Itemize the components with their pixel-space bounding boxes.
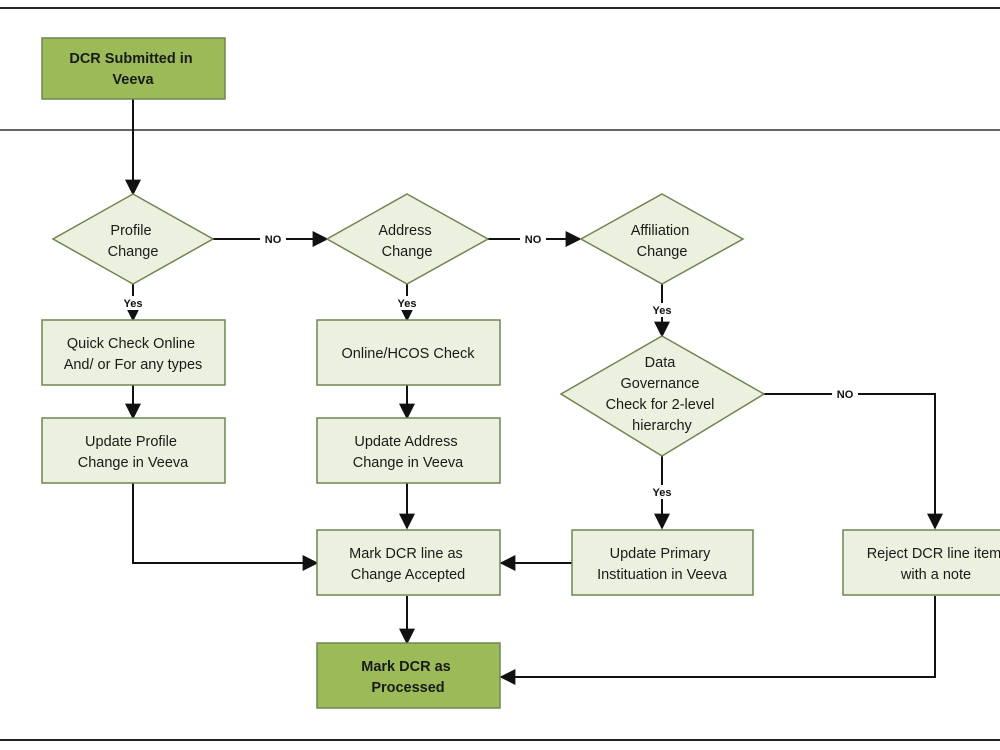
update-profile-line1: Update Profile: [85, 434, 177, 450]
connector-governance-to-reject: [764, 393, 943, 530]
svg-text:Data Governance Ch: Data Governance Check for 2-level hierar…: [606, 355, 719, 434]
update-primary-line2: Instituation in Veeva: [597, 567, 728, 583]
svg-text:Profile Change: Profile Change: [108, 223, 159, 260]
quick-check-line1: Quick Check Online: [67, 336, 195, 352]
process-update-address: Update Address Change in Veeva: [316, 417, 501, 484]
svg-text:Quick Check Online And/: Quick Check Online And/ or For any types: [64, 336, 203, 373]
profile-change-line1: Profile: [110, 223, 151, 239]
process-update-profile: Update Profile Change in Veeva: [41, 417, 226, 484]
reject-line-line1: Reject DCR line item: [867, 546, 1000, 562]
mark-accepted-line2: Change Accepted: [351, 567, 465, 583]
hcos-check-line1: Online/HCOS Check: [342, 346, 476, 362]
node-start-line1: DCR Submitted in: [69, 51, 192, 67]
mark-accepted-line1: Mark DCR line as: [349, 546, 463, 562]
svg-text:Address Change: Address Change: [378, 223, 435, 260]
quick-check-line2: And/ or For any types: [64, 357, 203, 373]
update-profile-line2: Change in Veeva: [78, 455, 189, 471]
affiliation-change-line1: Affiliation: [631, 223, 690, 239]
process-mark-accepted: Mark DCR line as Change Accepted: [316, 529, 501, 596]
address-change-line1: Address: [378, 223, 431, 239]
process-update-primary: Update Primary Instituation in Veeva: [571, 529, 754, 596]
edge-label-no-1: NO: [265, 234, 282, 246]
decision-data-governance: Data Governance Check for 2-level hierar…: [559, 335, 766, 457]
svg-text:Reject DCR line item wit: Reject DCR line item with a note: [867, 546, 1000, 583]
affiliation-change-line2: Change: [637, 244, 688, 260]
svg-text:DCR Submitted in Veeva: DCR Submitted in Veeva: [69, 51, 196, 88]
decision-address-change: Address Change: [325, 193, 490, 285]
edge-label-yes-1: Yes: [124, 298, 143, 310]
node-start: DCR Submitted in Veeva: [41, 37, 226, 100]
svg-text:Update Primary Instituat: Update Primary Instituation in Veeva: [597, 546, 728, 583]
edge-label-yes-2: Yes: [398, 298, 417, 310]
connector-updateprofile-to-accepted: [132, 483, 319, 571]
node-processed: Mark DCR as Processed: [316, 642, 501, 709]
edge-label-no-2: NO: [525, 234, 542, 246]
connector-reject-to-processed: [499, 596, 936, 685]
svg-text:Update Profile Change in: Update Profile Change in Veeva: [78, 434, 189, 471]
edge-label-yes-3: Yes: [653, 305, 672, 317]
svg-text:Mark DCR line as Change: Mark DCR line as Change Accepted: [349, 546, 467, 583]
connectors: [125, 99, 943, 685]
edge-label-yes-4: Yes: [653, 487, 672, 499]
process-online-hcos-check: Online/HCOS Check: [316, 319, 501, 386]
processed-line2: Processed: [371, 680, 444, 696]
node-start-line2: Veeva: [112, 72, 154, 88]
profile-change-line2: Change: [108, 244, 159, 260]
edge-label-no-3: NO: [837, 389, 854, 401]
update-primary-line1: Update Primary: [610, 546, 711, 562]
address-change-line2: Change: [382, 244, 433, 260]
governance-line3: Check for 2-level: [606, 397, 715, 413]
reject-line-line2: with a note: [900, 567, 971, 583]
process-reject-line: Reject DCR line item with a note: [842, 529, 1000, 596]
process-quick-check: Quick Check Online And/ or For any types: [41, 319, 226, 386]
governance-line2: Governance: [620, 376, 699, 392]
decision-affiliation-change: Affiliation Change: [579, 193, 745, 285]
governance-line4: hierarchy: [632, 418, 692, 434]
update-address-line2: Change in Veeva: [353, 455, 464, 471]
decision-profile-change: Profile Change: [51, 193, 215, 285]
svg-text:Online/HCOS Check: Online/HCOS Check: [342, 346, 476, 362]
processed-line1: Mark DCR as: [361, 659, 450, 675]
svg-text:Affiliation Change: Affiliation Change: [631, 223, 694, 260]
governance-line1: Data: [645, 355, 677, 371]
edge-labels: NO NO NO Yes Yes Yes Yes: [118, 232, 858, 499]
svg-text:Mark DCR as Processed: Mark DCR as Processed: [361, 659, 454, 696]
svg-text:Update Address Change in: Update Address Change in Veeva: [353, 434, 464, 471]
update-address-line1: Update Address: [354, 434, 457, 450]
